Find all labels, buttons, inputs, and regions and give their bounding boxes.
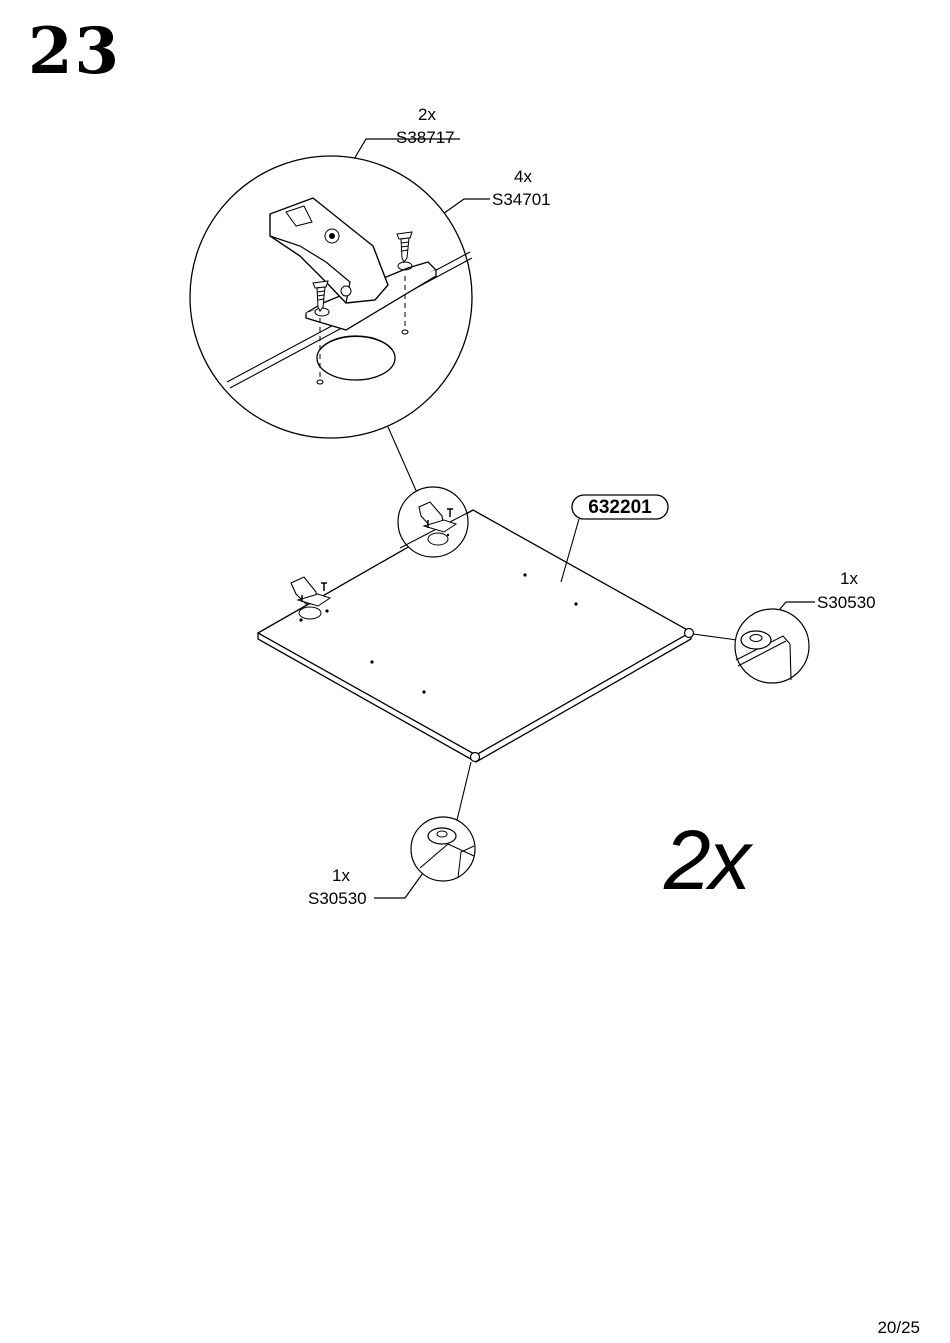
- panel-code-badge: 632201: [572, 495, 668, 519]
- glide-bottom-detail-circle: [411, 817, 475, 881]
- detail-connector-line: [388, 427, 418, 495]
- hinge-detail-circle: [190, 156, 472, 438]
- glide-bottom-connector: [457, 762, 471, 820]
- glide-right-detail-circle: [735, 609, 809, 683]
- panel-code-text: 632201: [588, 497, 652, 518]
- glide-right-connector: [693, 634, 737, 640]
- panel-board: [258, 510, 694, 762]
